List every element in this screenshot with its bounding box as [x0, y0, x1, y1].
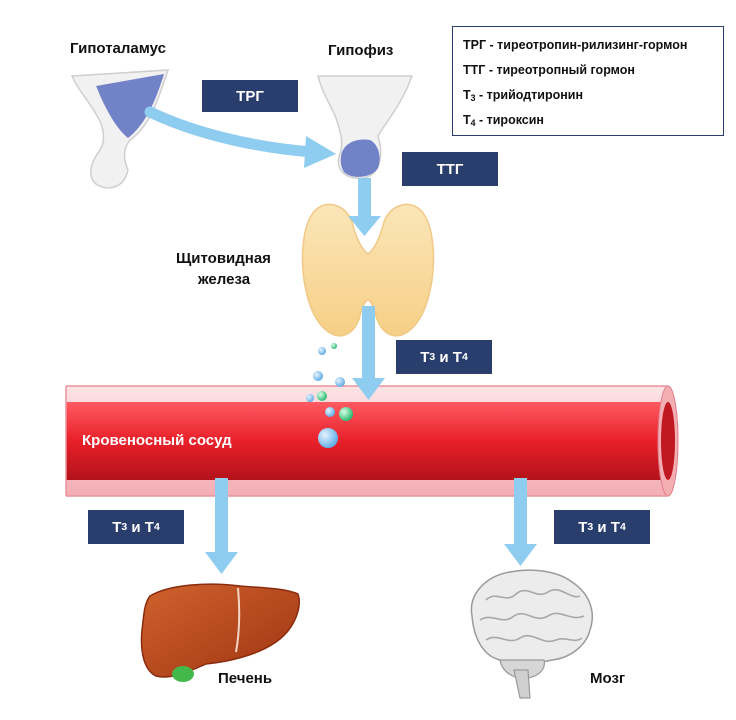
arrow-pituitary-to-thyroid	[348, 178, 381, 236]
hypothalamus-label: Гипоталамус	[70, 40, 166, 57]
thyroid-label-line2: железа	[198, 271, 251, 288]
legend-text: - трийодтиронин	[475, 88, 584, 102]
legend-abbr: ТТГ	[463, 63, 486, 77]
legend-abbr: Т	[463, 88, 471, 102]
hormones-sub3: 3	[587, 521, 594, 533]
hormones-and: и Т	[127, 518, 154, 536]
legend-sub: 3	[470, 93, 476, 104]
vessel-label: Кровеносный сосуд	[82, 432, 232, 449]
arrow-vessel-to-brain	[504, 478, 537, 566]
hormones-prefix: Т	[112, 518, 122, 536]
ttg-box: ТТГ	[402, 152, 498, 186]
hormones-and: и Т	[435, 348, 462, 366]
legend-text: - тироксин	[475, 113, 544, 127]
legend-text: - тиреотропин-рилизинг-гормон	[486, 38, 688, 52]
legend-row-t4: Т4 - тироксин	[463, 108, 713, 133]
arrow-vessel-to-liver	[205, 478, 238, 574]
hormones-sub4: 4	[619, 521, 626, 533]
hormones-sub3: 3	[429, 351, 436, 363]
legend-row-t3: Т3 - трийодтиронин	[463, 83, 713, 108]
legend-abbr: Т	[463, 113, 471, 127]
brain-illustration	[470, 569, 593, 699]
legend-abbr: ТРГ	[463, 38, 487, 52]
hormone-dots	[306, 343, 353, 448]
hormones-prefix: Т	[578, 518, 588, 536]
legend-box: ТРГ - тиреотропин-рилизинг-гормон ТТГ - …	[452, 26, 724, 136]
hormones-sub4: 4	[153, 521, 160, 533]
legend-row-trg: ТРГ - тиреотропин-рилизинг-гормон	[463, 33, 713, 58]
legend-text: - тиреотропный гормон	[485, 63, 635, 77]
hormones-sub4: 4	[461, 351, 468, 363]
trg-box-label: ТРГ	[236, 87, 264, 105]
arrow-hypothalamus-to-pituitary	[144, 106, 336, 168]
hormones-and: и Т	[593, 518, 620, 536]
ttg-box-label: ТТГ	[436, 160, 464, 178]
legend-row-ttg: ТТГ - тиреотропный гормон	[463, 58, 713, 83]
liver-illustration	[140, 583, 300, 682]
hypothalamus-illustration	[70, 69, 170, 189]
blood-vessel	[65, 385, 679, 497]
thyroid-illustration	[301, 203, 435, 337]
hormones-prefix: Т	[420, 348, 430, 366]
pituitary-label: Гипофиз	[328, 42, 394, 59]
pituitary-illustration	[317, 75, 414, 179]
trg-box: ТРГ	[202, 80, 298, 112]
hormones-sub3: 3	[121, 521, 128, 533]
thyroid-label-line1: Щитовидная	[176, 250, 271, 267]
arrow-thyroid-to-vessel	[352, 306, 385, 400]
legend-sub: 4	[470, 118, 476, 129]
brain-label: Мозг	[590, 670, 626, 687]
liver-label: Печень	[218, 670, 273, 687]
